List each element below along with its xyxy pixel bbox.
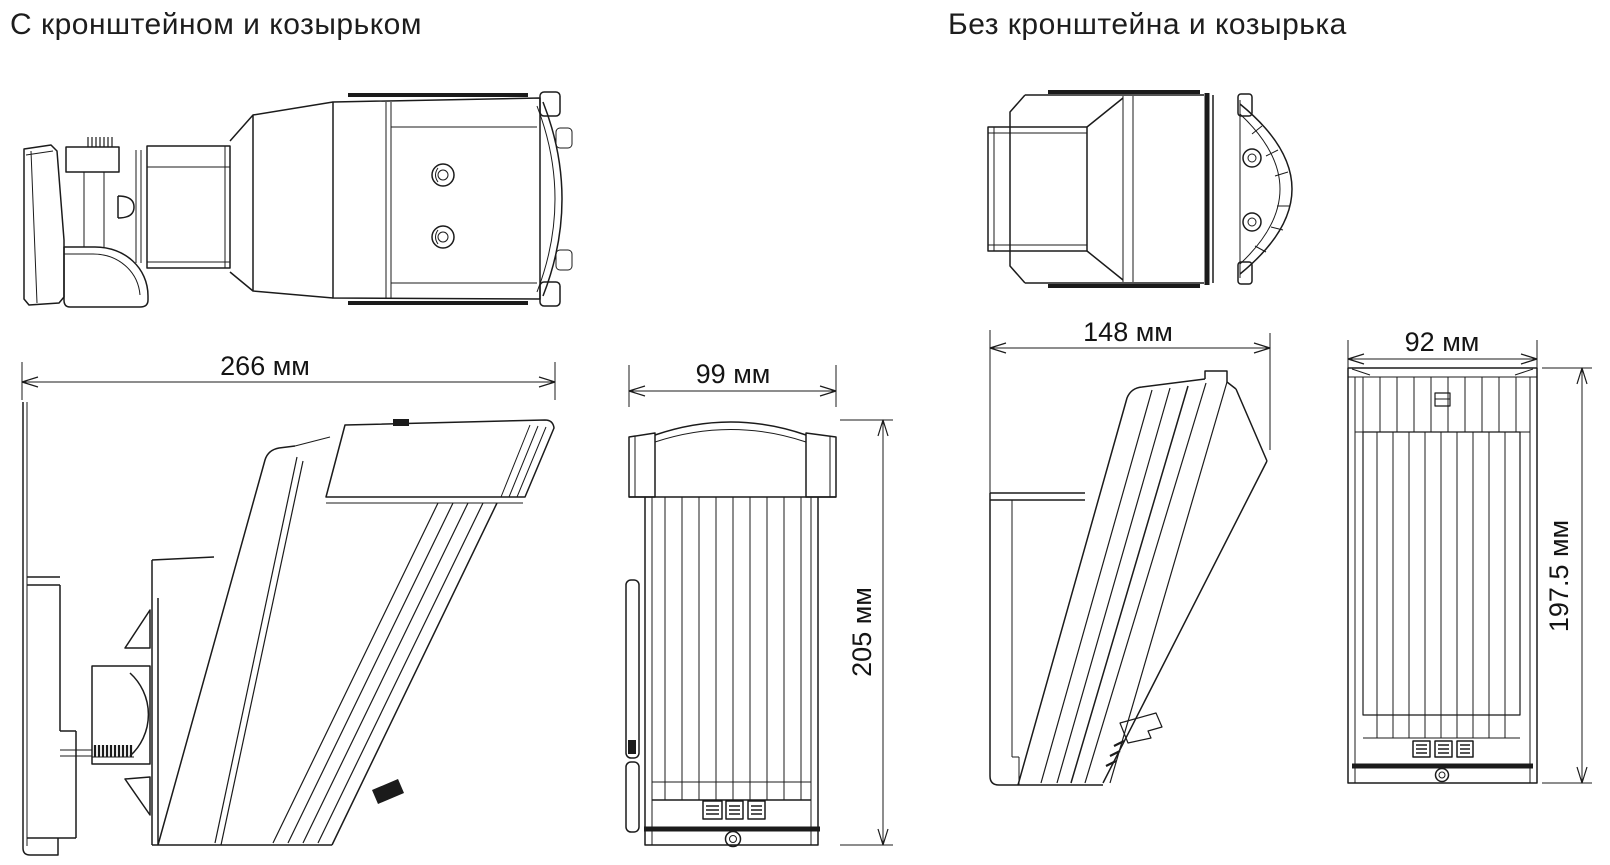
dim-label-92: 92 мм [1405,327,1480,357]
front-view-with-visor [625,421,837,848]
dim-label-148: 148 мм [1083,317,1173,347]
dimension-depth-without-bracket: 148 мм [989,317,1271,493]
terminal-blocks [1412,740,1474,758]
dimension-depth-with-bracket: 266 мм [21,351,556,400]
dim-label-197-5: 197.5 мм [1544,520,1574,632]
dimension-height-without-visor: 197.5 мм [1542,367,1592,784]
terminal-blocks [702,800,766,820]
side-view-with-bracket [22,402,555,856]
section-title-without-bracket: Без кронштейна и козырька [948,8,1347,41]
dim-label-266: 266 мм [220,351,310,381]
dimension-width-front: 99 мм [628,359,837,407]
section-title-with-bracket: С кронштейном и козырьком [10,8,422,41]
dim-label-99: 99 мм [696,359,771,389]
side-view-without-bracket [989,370,1268,786]
dimension-width-without-visor: 92 мм [1347,327,1538,375]
dim-label-205: 205 мм [847,587,877,677]
top-view-without-bracket [987,90,1293,288]
front-view-without-visor [1347,367,1538,784]
dimension-height-front: 205 мм [840,419,893,846]
top-view-with-bracket [23,91,573,308]
